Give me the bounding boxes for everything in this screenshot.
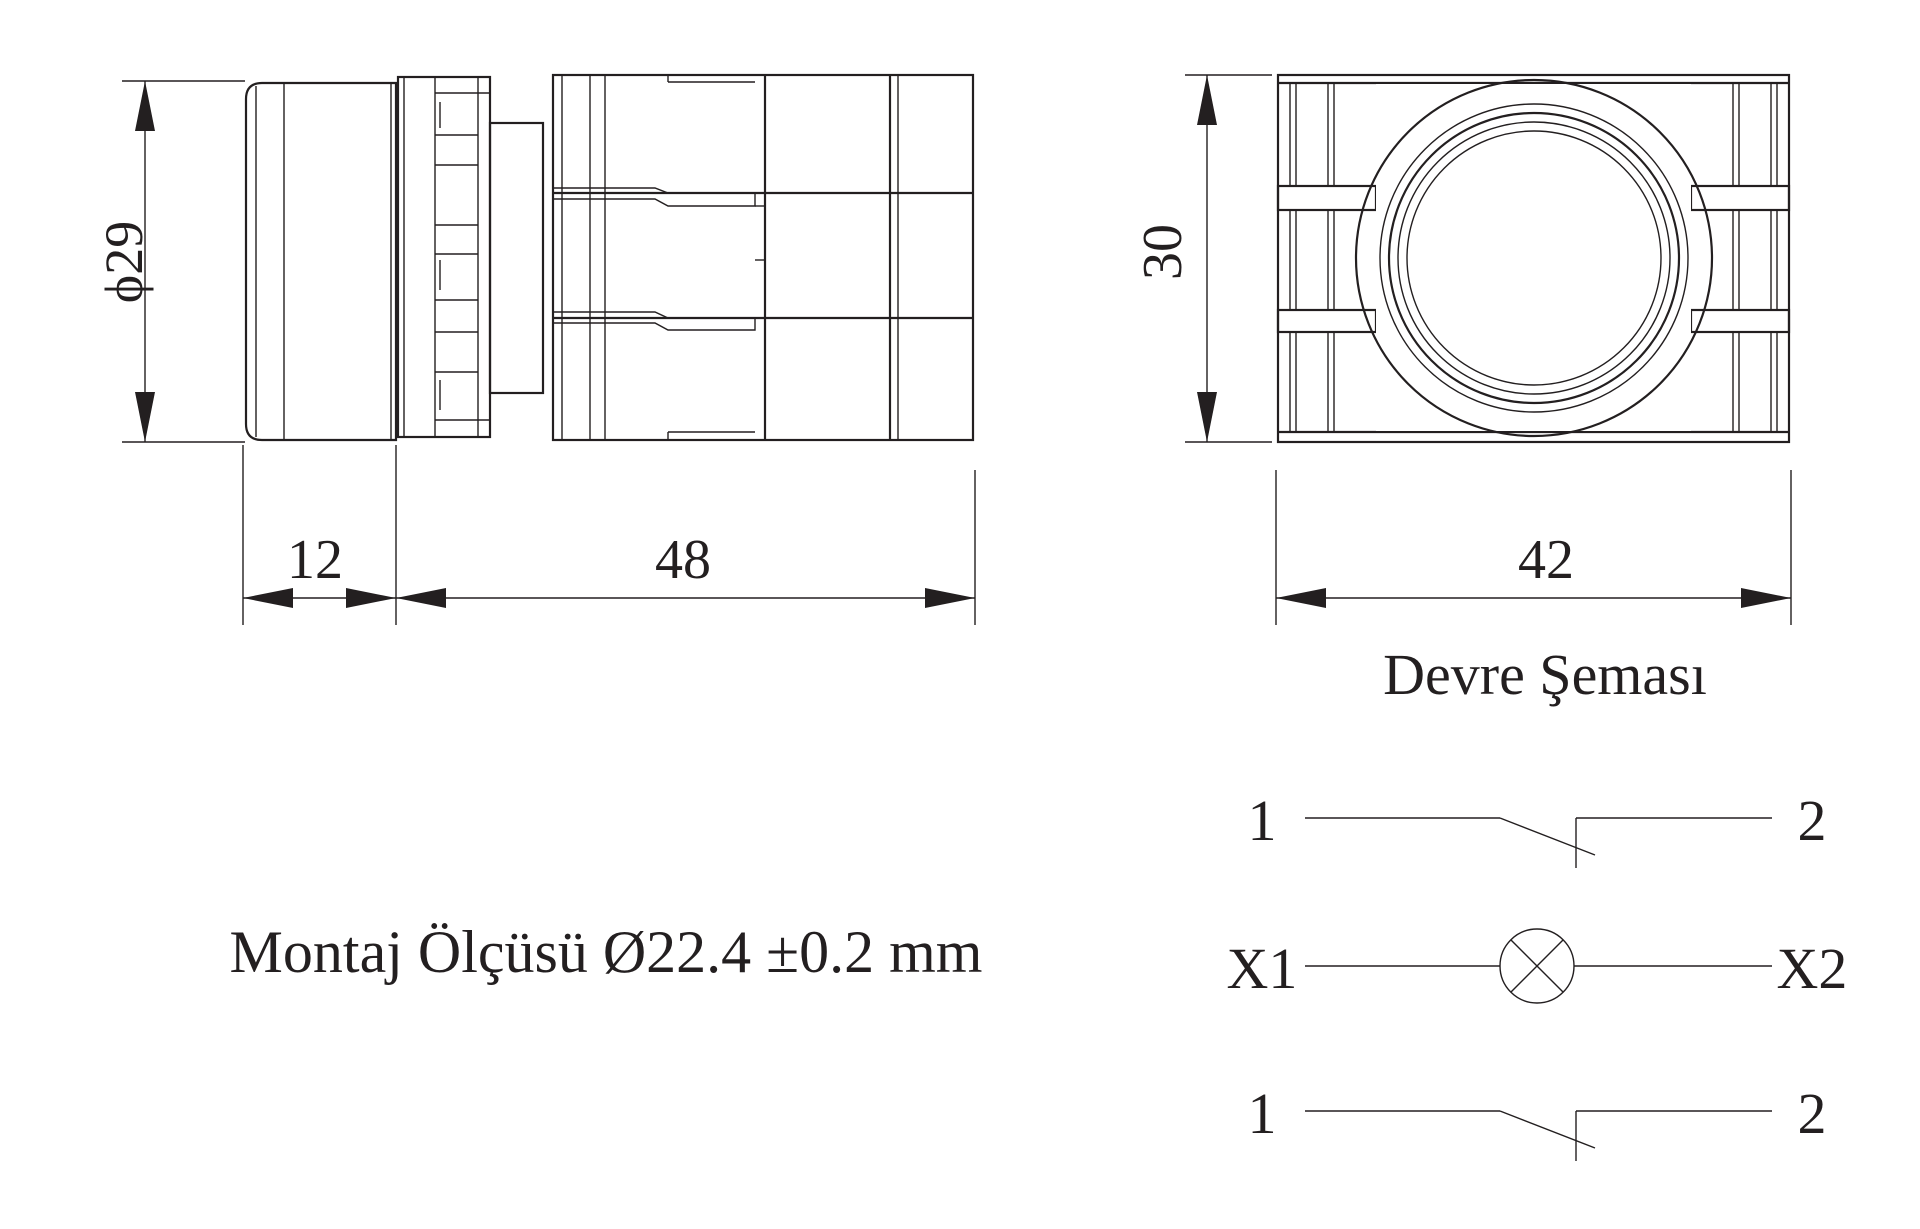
width-dimension: 42 <box>1275 470 1792 625</box>
schematic: 1 2 X1 X2 1 2 <box>1227 788 1848 1161</box>
lamp-left-label: X1 <box>1227 936 1298 1001</box>
height-label: 30 <box>1132 224 1194 280</box>
mounting-note: Montaj Ölçüsü Ø22.4 ±0.2 mm <box>230 919 983 985</box>
lamp: X1 X2 <box>1227 928 1848 1004</box>
front-view <box>1276 73 1791 444</box>
body-length-label: 48 <box>655 529 711 591</box>
lamp-icon <box>1499 928 1575 1004</box>
right-clips <box>1689 82 1791 433</box>
diameter-dimension: ϕ29 <box>94 80 245 443</box>
contact-blocks <box>551 73 975 442</box>
diameter-symbol: ϕ <box>94 275 154 303</box>
contact-bottom-right-label: 2 <box>1798 1081 1827 1146</box>
contact-top: 1 2 <box>1248 788 1827 868</box>
collar <box>396 75 492 439</box>
left-clips <box>1276 82 1378 433</box>
lamp-right-label: X2 <box>1777 936 1848 1001</box>
side-view <box>244 73 975 442</box>
neck <box>488 121 545 395</box>
length-dimensions: 12 48 <box>242 445 976 625</box>
height-dimension: 30 <box>1132 74 1272 443</box>
width-label: 42 <box>1518 529 1574 591</box>
contact-top-right-label: 2 <box>1798 788 1827 853</box>
contact-bottom: 1 2 <box>1248 1081 1827 1161</box>
front-depth-label: 12 <box>287 529 343 591</box>
bezel-circle <box>1354 78 1714 438</box>
diameter-value: 29 <box>94 221 154 275</box>
front-cap <box>244 81 398 442</box>
diameter-label: ϕ29 <box>94 221 154 303</box>
contact-bottom-left-label: 1 <box>1248 1081 1277 1146</box>
contact-top-left-label: 1 <box>1248 788 1277 853</box>
section-title: Devre Şeması <box>1383 642 1707 707</box>
